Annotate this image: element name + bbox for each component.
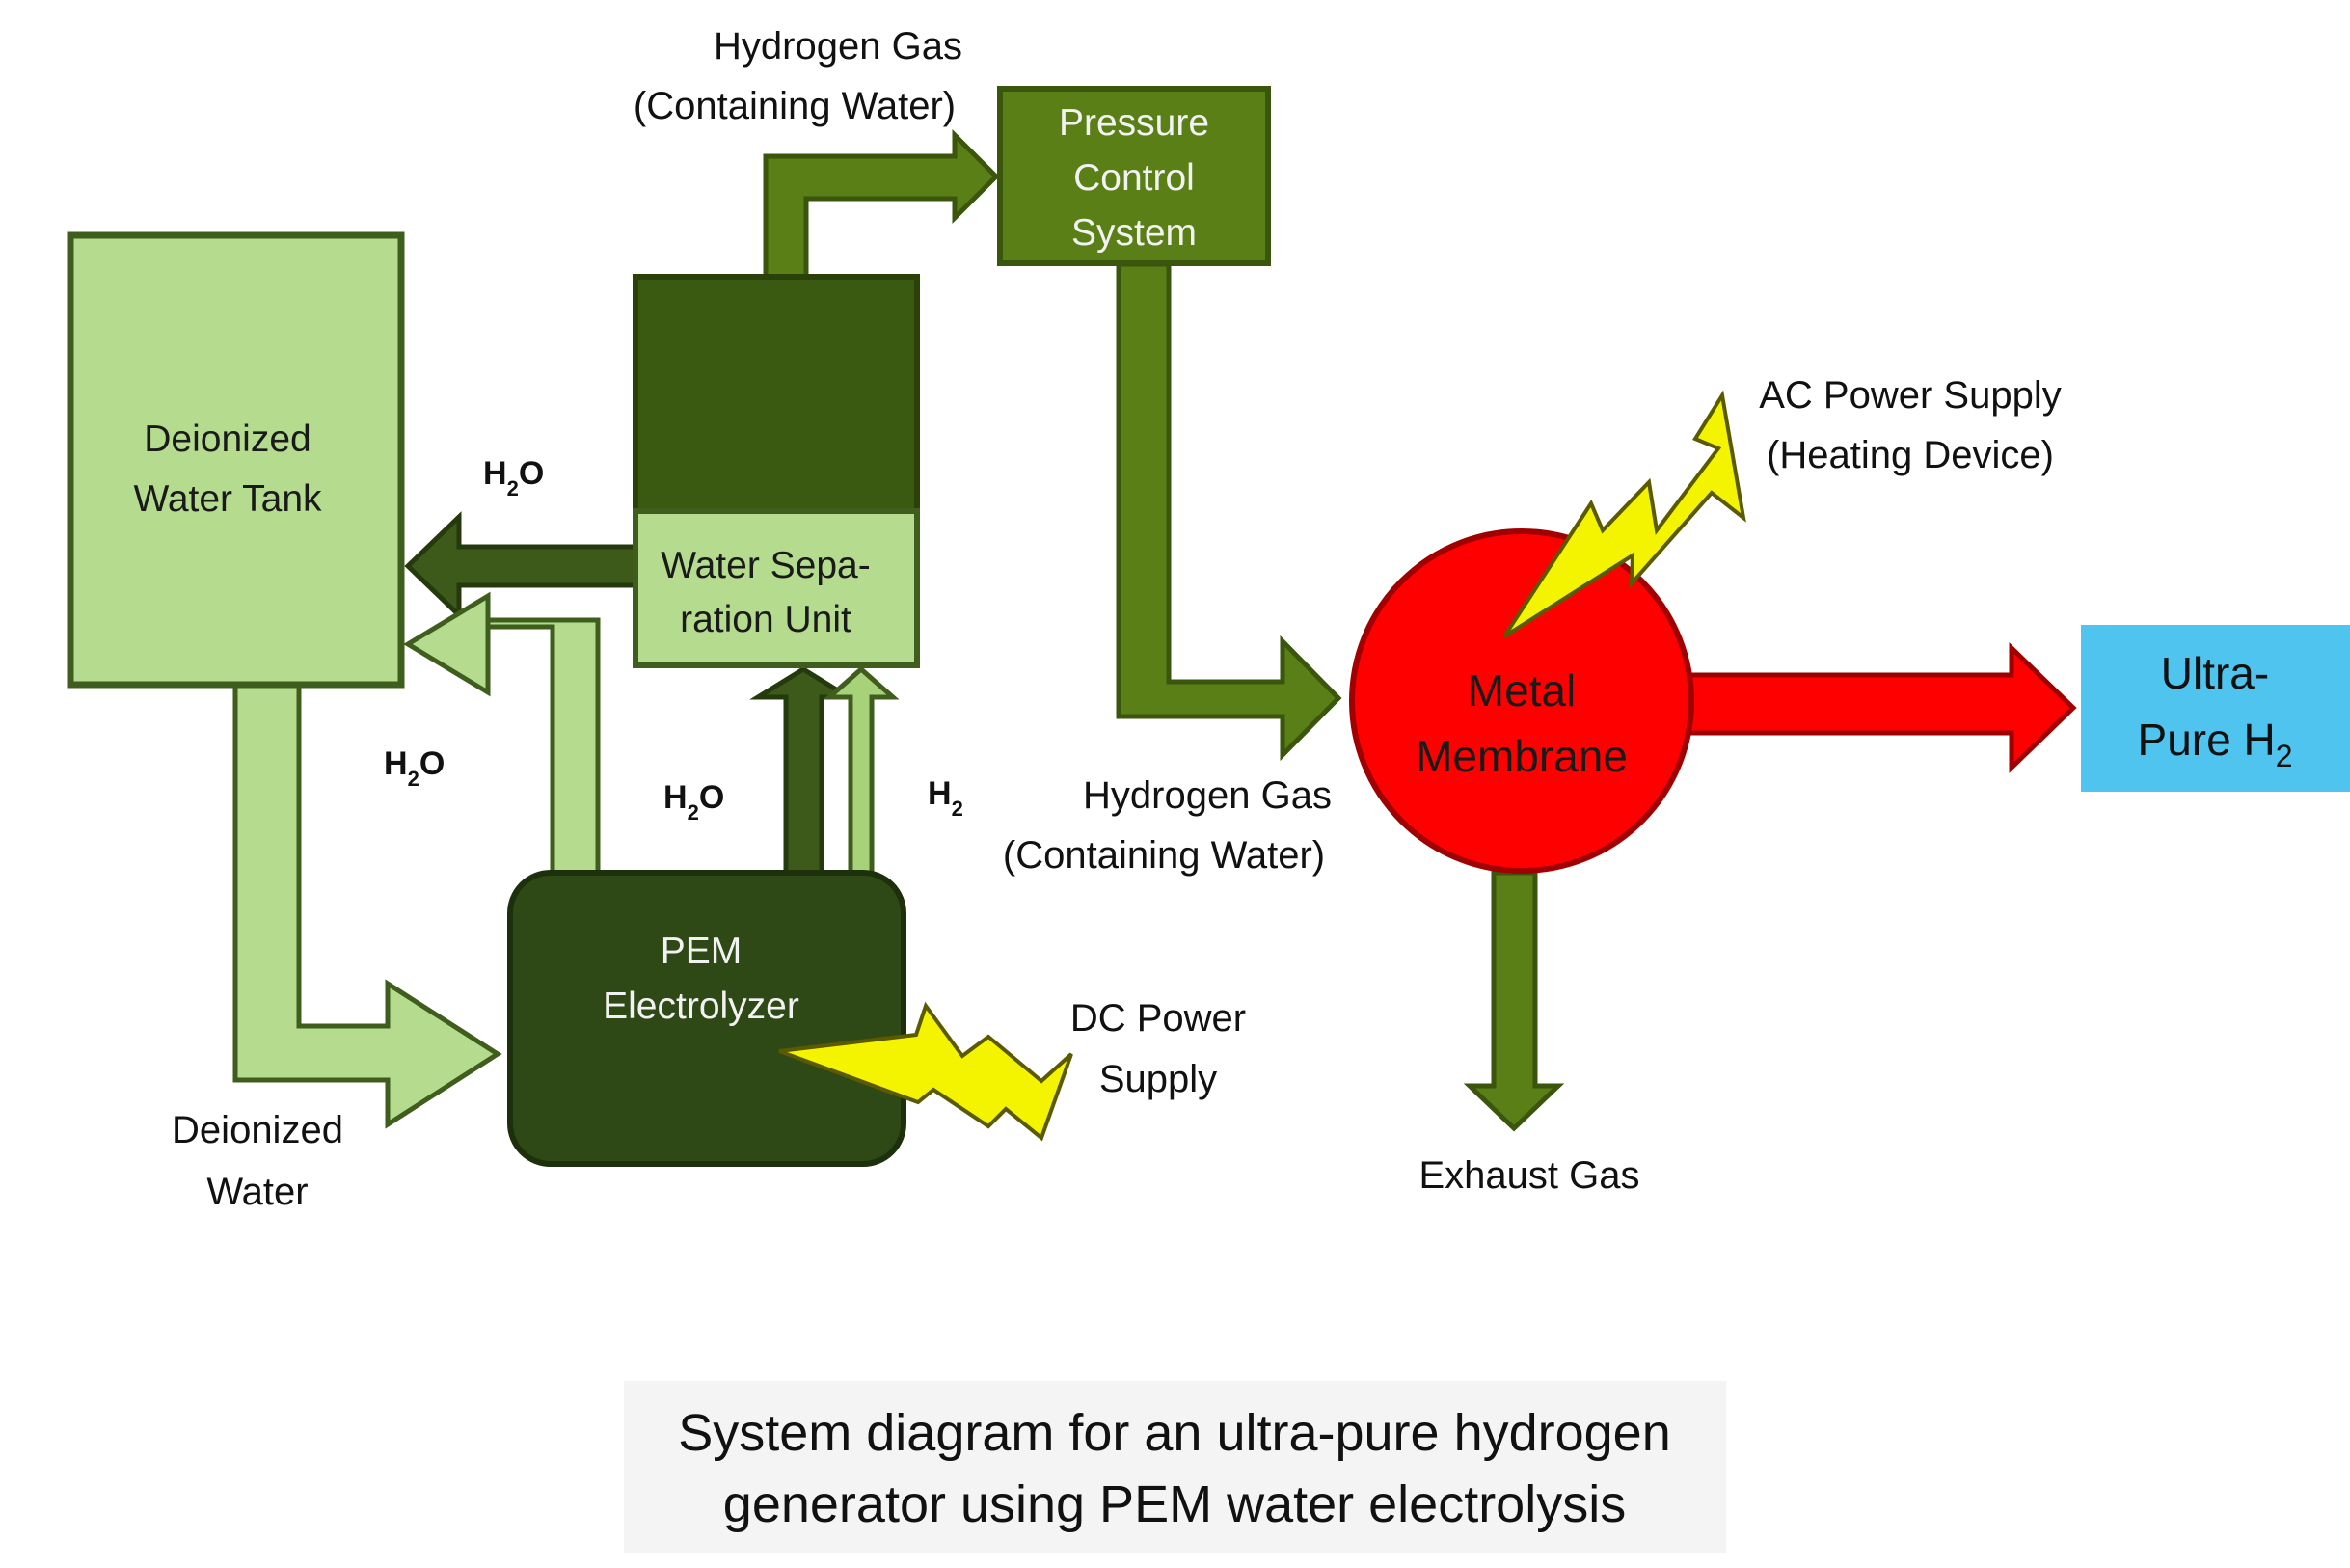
dc-power-label-line2: Supply [1099, 1058, 1217, 1100]
product-label-line1: Ultra- [2161, 648, 2269, 698]
tank-label-line2: Water Tank [133, 478, 322, 520]
h2o-left-label: H2O [384, 745, 445, 791]
tank-label-line1: Deionized [144, 419, 311, 460]
deionized-water-tank: Deionized Water Tank [67, 231, 405, 689]
dc-power-lightning-icon [778, 1001, 1073, 1142]
ac-power-label-line1: AC Power Supply [1759, 374, 2061, 417]
ac-power-lightning-icon [1502, 390, 1746, 638]
h2-up-arrow [823, 665, 900, 876]
exhaust-label: Exhaust Gas [1418, 1154, 1639, 1197]
h2-up-label: H2 [928, 775, 963, 821]
h2o-up-arrow [749, 666, 857, 876]
membrane-label-line2: Membrane [1416, 731, 1628, 781]
hydrogen-mid-label-line1: Hydrogen Gas [1083, 774, 1332, 817]
electrolyzer-label-line2: Electrolyzer [603, 986, 799, 1027]
pem-electrolyzer: PEM Electrolyzer [507, 870, 906, 1167]
pressure-control-system: Pressure Control System [997, 86, 1271, 266]
deionized-water-arrow [232, 682, 502, 1129]
ultra-pure-arrow [1685, 642, 2077, 773]
separator-label-line2: ration Unit [680, 599, 851, 640]
h2o-up-label: H2O [663, 779, 724, 825]
caption: System diagram for an ultra-pure hydroge… [624, 1381, 1726, 1553]
exhaust-arrow [1463, 870, 1565, 1132]
ac-power-label-line2: (Heating Device) [1767, 434, 2054, 476]
deionized-water-label-line1: Deionized [172, 1109, 343, 1151]
dc-power-label-line1: DC Power [1070, 997, 1246, 1040]
caption-line1: System diagram for an ultra-pure hydroge… [678, 1404, 1671, 1462]
pressure-label-line2: Control [1073, 157, 1195, 199]
deionized-water-label-line2: Water [206, 1171, 308, 1213]
hydrogen-top-label-line2: (Containing Water) [634, 85, 956, 127]
membrane-label-line1: Metal [1468, 665, 1576, 716]
hydrogen-gas-top-arrow [763, 128, 1000, 280]
pressure-label-line1: Pressure [1059, 102, 1209, 144]
h2o-return-label: H2O [483, 455, 544, 500]
metal-membrane: Metal Membrane [1349, 528, 1694, 874]
h2o-return-arrow [404, 511, 639, 621]
ultra-pure-h2-box: Ultra- Pure H2 [2081, 625, 2350, 792]
caption-line2: generator using PEM water electrolysis [723, 1475, 1626, 1533]
h2o-up-left-arrow [403, 591, 601, 876]
hydrogen-top-label-line1: Hydrogen Gas [714, 25, 962, 68]
pressure-label-line3: System [1071, 212, 1197, 254]
product-label-line2: Pure H2 [2138, 715, 2293, 773]
hydrogen-mid-label-line2: (Containing Water) [1003, 834, 1325, 877]
electrolyzer-label-line1: PEM [661, 931, 743, 972]
separator-label-line1: Water Sepa- [661, 545, 870, 586]
hydrogen-gas-mid-arrow [1116, 261, 1342, 762]
water-separation-unit: Water Sepa- ration Unit [633, 274, 920, 668]
